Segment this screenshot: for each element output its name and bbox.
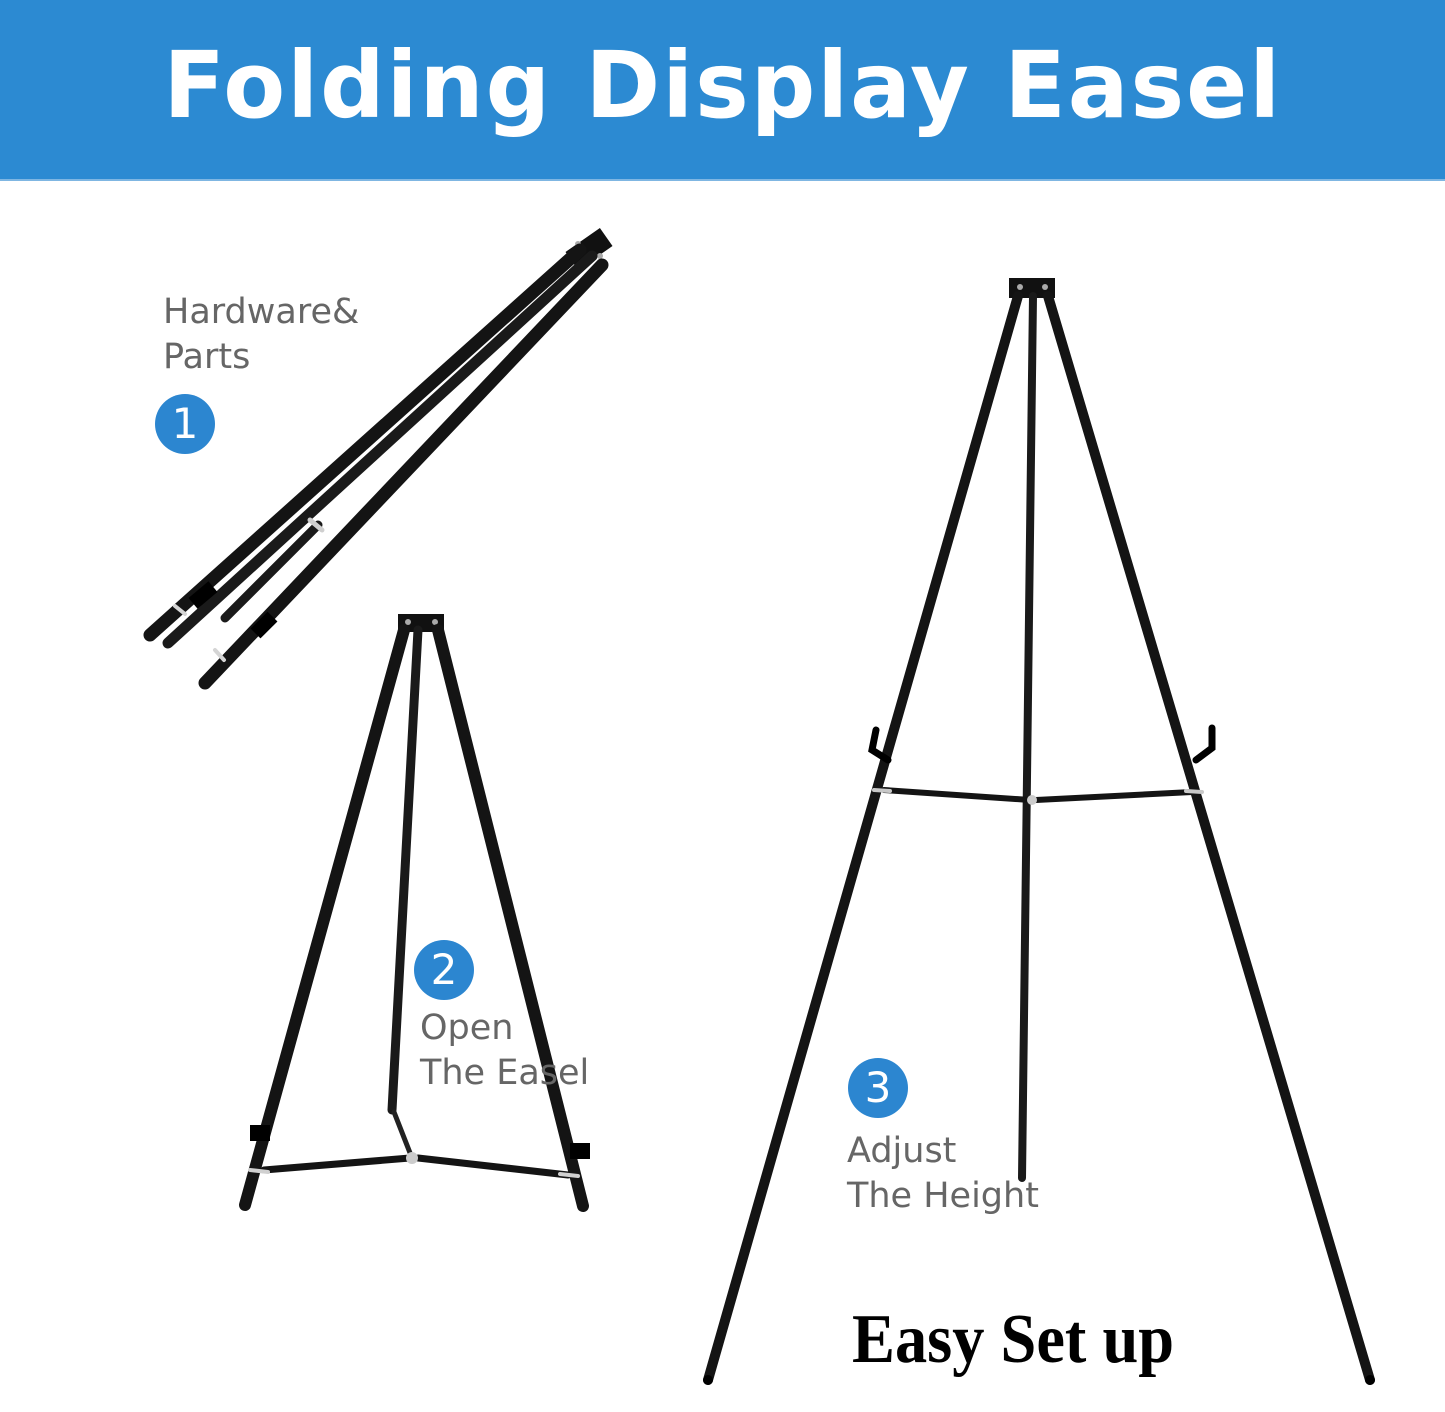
open-small-easel-icon <box>239 614 590 1212</box>
step-3-badge: 3 <box>848 1058 908 1118</box>
step-3-label: Adjust The Height <box>847 1129 1039 1219</box>
step-1-line2: Parts <box>163 337 251 377</box>
page-title: Folding Display Easel <box>163 32 1282 139</box>
step-2-label: Open The Easel <box>420 1006 589 1096</box>
folded-easel-icon <box>143 227 613 690</box>
step-2-line1: Open <box>420 1008 514 1048</box>
step-2-line2: The Easel <box>420 1053 590 1093</box>
extended-tall-easel-icon <box>703 278 1375 1385</box>
title-banner: Folding Display Easel <box>0 0 1445 181</box>
step-2-badge: 2 <box>414 940 474 1000</box>
step-1-line1: Hardware& <box>163 292 360 332</box>
step-1-badge: 1 <box>155 394 215 454</box>
step-1-label: Hardware& Parts <box>163 290 359 380</box>
step-3-line2: The Height <box>847 1176 1039 1216</box>
tagline: Easy Set up <box>852 1301 1175 1378</box>
step-3-line1: Adjust <box>847 1131 957 1171</box>
